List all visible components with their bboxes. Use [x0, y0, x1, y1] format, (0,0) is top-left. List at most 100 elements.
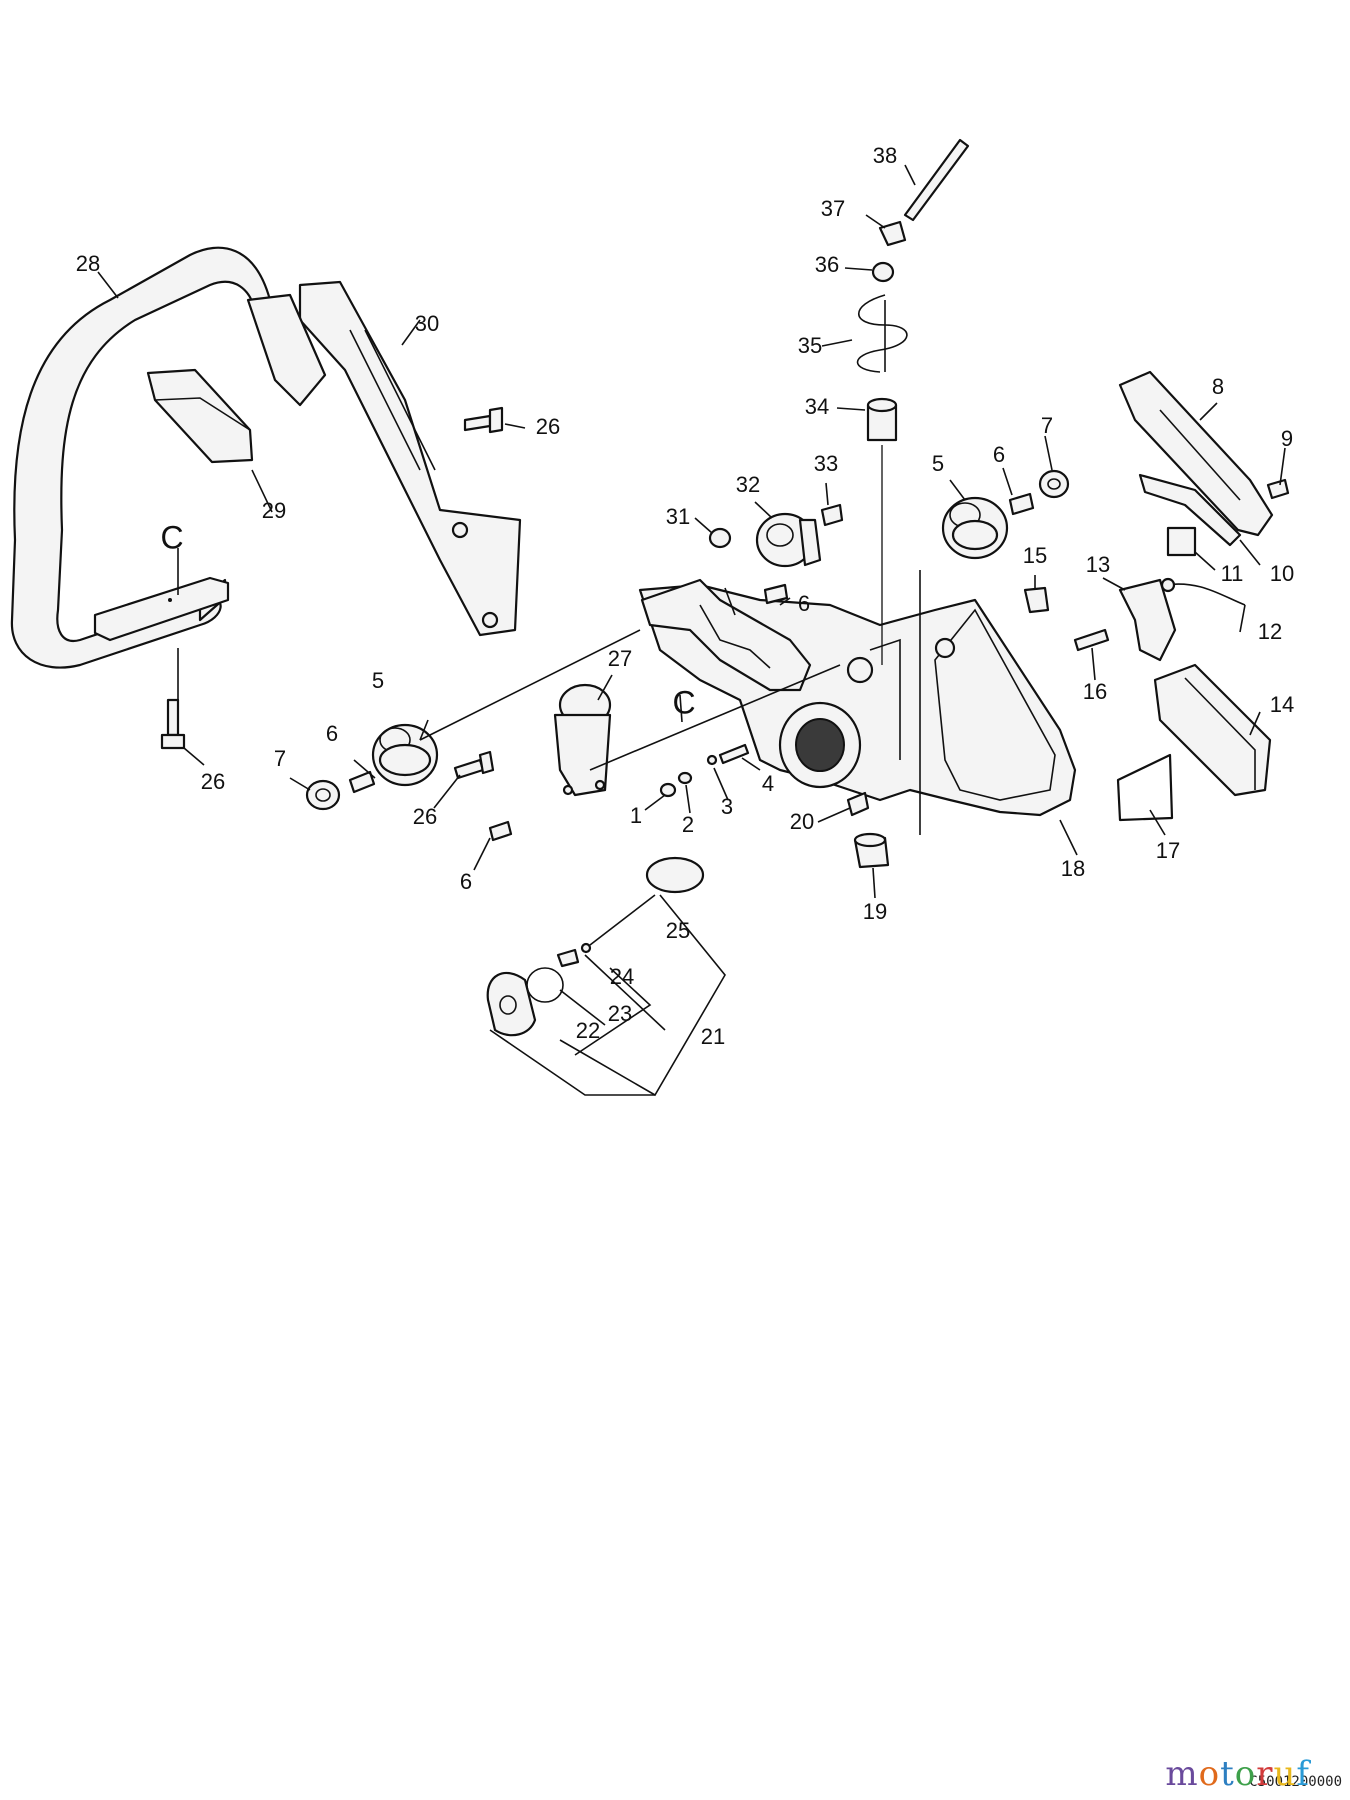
lever-part-10 [1138, 473, 1242, 547]
bolt-part-6-c [1008, 492, 1035, 516]
filter-part-34 [866, 397, 898, 442]
callout-23: 23 [608, 1001, 632, 1026]
watermark-letter: o [1198, 1754, 1221, 1794]
nut-part-7-a [305, 779, 341, 811]
watermark-letter: f [1296, 1754, 1310, 1794]
pickup-hose-part-38 [903, 138, 970, 222]
callout-32: 32 [736, 472, 760, 497]
callout-1: 1 [630, 803, 642, 828]
callout-35: 35 [798, 333, 822, 358]
callout-6-bottom: 6 [460, 869, 472, 894]
callout-26-left: 26 [201, 769, 225, 794]
link-plate-part-27 [553, 683, 612, 797]
mount-bar-part-c [93, 576, 230, 642]
plug-part-2 [677, 771, 693, 785]
rear-handle-strip-part-30 [246, 280, 522, 637]
bolt-part-6-a [348, 770, 376, 794]
callout-15: 15 [1023, 543, 1047, 568]
callout-21: 21 [701, 1024, 725, 1049]
block-part-11 [1166, 526, 1197, 557]
watermark-letter: t [1220, 1754, 1235, 1794]
fitting-part-36 [871, 261, 895, 283]
callout-27: 27 [608, 646, 632, 671]
bracket-part-29 [146, 368, 254, 464]
callout-9: 9 [1281, 426, 1293, 451]
plug-part-1 [659, 782, 677, 798]
screw-part-24 [580, 942, 592, 954]
callout-13: 13 [1086, 552, 1110, 577]
callout-7-right: 7 [1041, 413, 1053, 438]
cap-part-15 [1023, 586, 1050, 614]
ball-part-3 [706, 754, 718, 766]
watermark-letter: m [1165, 1754, 1199, 1794]
watermark-letter: o [1234, 1754, 1257, 1794]
callout-6-left: 6 [326, 721, 338, 746]
callout-5-right: 5 [932, 451, 944, 476]
callout-31: 31 [666, 504, 690, 529]
screw-part-26-top [463, 406, 504, 434]
callout-17: 17 [1156, 838, 1180, 863]
screw-part-26-left [160, 698, 186, 750]
callout-c-left: C [160, 519, 183, 555]
callout-34: 34 [805, 394, 829, 419]
callout-4: 4 [762, 771, 774, 796]
dipstick-part-25 [589, 856, 705, 946]
label-part-17 [1116, 753, 1174, 822]
callout-29: 29 [262, 498, 286, 523]
callout-26-top: 26 [536, 414, 560, 439]
callout-6-center: 6 [798, 591, 810, 616]
callout-20: 20 [790, 809, 814, 834]
clip-part-23 [556, 948, 580, 968]
screw-part-26-mid [453, 750, 495, 780]
pin-part-16 [1073, 628, 1110, 652]
bolt-part-6-b [763, 583, 789, 605]
handle-piece-part-27 [640, 578, 812, 692]
watermark-letter: r [1256, 1754, 1274, 1794]
callout-12: 12 [1258, 619, 1282, 644]
bolt-part-20 [846, 791, 870, 817]
callout-3: 3 [721, 794, 733, 819]
callout-11: 11 [1221, 561, 1244, 586]
leader-lines [97, 164, 1286, 1097]
spring-part-4 [718, 743, 750, 765]
screw-part-9 [1266, 478, 1290, 500]
buffer-part-5-right [941, 496, 1009, 560]
buffer-part-5-left [371, 723, 439, 787]
bolt-part-33 [820, 503, 844, 527]
hose-coil-part-35 [856, 294, 908, 373]
callout-38: 38 [873, 143, 897, 168]
cover-part-14 [1153, 663, 1272, 797]
callout-30: 30 [415, 311, 439, 336]
elbow-part-37 [878, 220, 907, 247]
callout-33: 33 [814, 451, 838, 476]
guard-part-8 [1118, 370, 1274, 537]
oring-part-22 [526, 967, 564, 1003]
callout-8: 8 [1212, 374, 1224, 399]
buffer-part-32 [755, 512, 822, 568]
callout-24: 24 [610, 964, 634, 989]
callout-10: 10 [1270, 561, 1294, 586]
callout-22: 22 [576, 1018, 600, 1043]
callout-14: 14 [1270, 692, 1294, 717]
callout-19: 19 [863, 899, 887, 924]
callout-2: 2 [682, 812, 694, 837]
watermark-letter: u [1273, 1754, 1297, 1794]
callout-16: 16 [1083, 679, 1107, 704]
callout-18: 18 [1061, 856, 1085, 881]
callout-5-left: 5 [372, 668, 384, 693]
drawing-code-label: C5001200000 [1249, 1774, 1342, 1790]
nut-part-7-b [1038, 469, 1070, 499]
cap-part-21 [486, 971, 537, 1037]
callout-28: 28 [76, 251, 100, 276]
callout-labels: 28 30 29 26 26 26 C C 38 37 36 35 34 33 … [76, 143, 1294, 1049]
callout-7-left: 7 [274, 746, 286, 771]
callout-c-center: C [672, 684, 695, 720]
bushing-part-19 [853, 832, 890, 869]
grommet-part-31 [708, 527, 732, 549]
callout-6-right: 6 [993, 442, 1005, 467]
trigger-part-13 [1118, 578, 1177, 662]
callout-26-mid: 26 [413, 804, 437, 829]
callout-37: 37 [821, 196, 845, 221]
watermark-logo: motoruf [1165, 1754, 1310, 1794]
